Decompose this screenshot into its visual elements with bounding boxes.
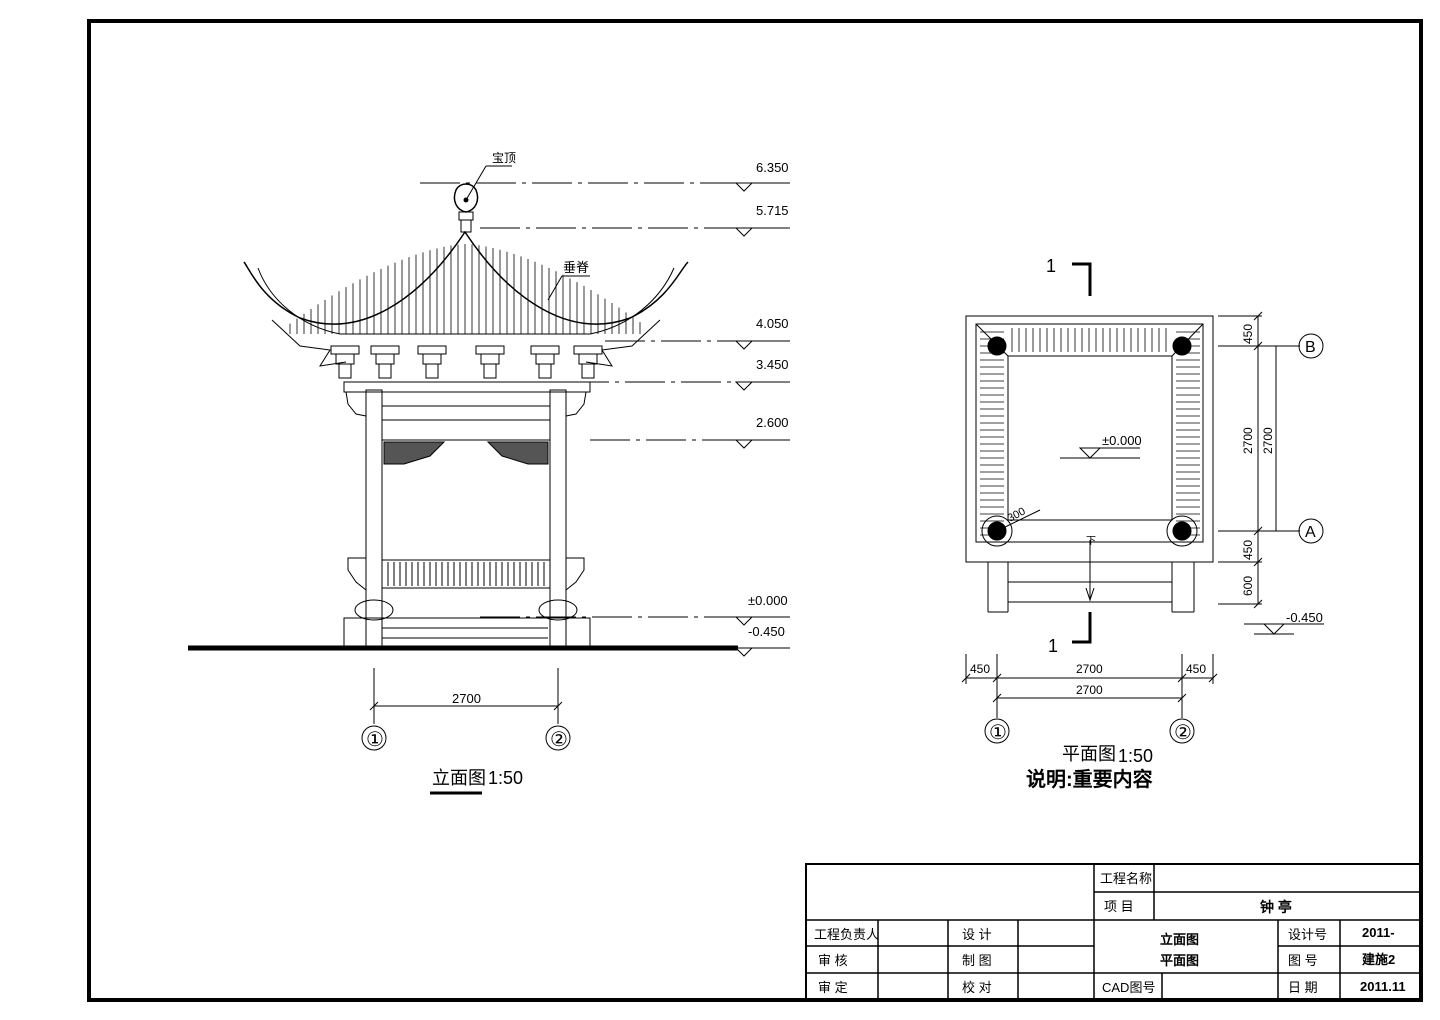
dim-bottom-total: 2700: [1076, 683, 1103, 697]
plan-column-b2: [1172, 336, 1192, 356]
column-base-left: [354, 599, 394, 621]
level-5715: 5.715: [756, 203, 789, 218]
axis-bubble-2: [545, 725, 571, 751]
plan-column-dia: 300: [1006, 505, 1028, 524]
title-block-text: 工程名称 项 目 钟 亭 工程负责人 审 核 审 定 设 计 制 图 校 对 立…: [814, 871, 1406, 995]
plan-text: 1 1 ±0.000 下 300 -0.450 450 2700 2700 45…: [970, 256, 1323, 791]
axis-label-plan-1: ①: [989, 722, 1007, 744]
section-label-top: 1: [1046, 256, 1056, 276]
axis-bubble-plan-1: [984, 718, 1010, 744]
tb-design-no-label: 设计号: [1288, 927, 1327, 942]
tb-design-label: 设 计: [962, 927, 992, 942]
level-minus0450: -0.450: [748, 624, 785, 639]
elevation-text: 宝顶 垂脊 6.350 5.715 4.050 3.450 2.600 ±0.0…: [366, 151, 789, 788]
bench-right: [565, 557, 585, 592]
beam-lower: [381, 419, 551, 441]
elevation-drawing: [188, 165, 790, 795]
level-6350: 6.350: [756, 160, 789, 175]
axis-label-a: A: [1305, 524, 1316, 541]
section-label-bottom: 1: [1048, 636, 1058, 656]
tb-project-name-label: 工程名称: [1100, 871, 1152, 886]
tb-drawing-title-1: 立面图: [1160, 932, 1199, 947]
label-baoding: 宝顶: [492, 151, 516, 165]
roof-finial: [453, 183, 479, 213]
tb-item-value: 钟 亭: [1260, 899, 1292, 915]
span-dimension: 2700: [452, 691, 481, 706]
axis-bubble-a: [1298, 518, 1324, 544]
bench-left: [347, 557, 367, 592]
plan-down-label: 下: [1086, 536, 1096, 547]
dim-right-600: 600: [1241, 576, 1255, 596]
axis-label-1: ①: [366, 729, 384, 751]
railing-balusters: [387, 562, 545, 586]
plan-drawing: [961, 262, 1324, 744]
plan-column-a2: [1172, 521, 1192, 541]
tb-date-value: 2011.11: [1360, 979, 1406, 994]
level-markers: [345, 182, 790, 657]
dim-bottom-2700: 2700: [1076, 662, 1103, 676]
level-3450: 3.450: [756, 357, 789, 372]
eave-flare-right: [585, 319, 661, 367]
dougong-set: [330, 345, 603, 379]
label-chuiji: 垂脊: [563, 260, 589, 275]
sheet-border: [87, 19, 1423, 1002]
plan-outside-level: -0.450: [1286, 610, 1323, 625]
plan-floor-level: ±0.000: [1102, 433, 1142, 448]
plan-eave-inner: [975, 323, 1204, 543]
column-left: [365, 389, 383, 647]
column-base-right: [538, 599, 578, 621]
tb-design-no-value: 2011-: [1362, 925, 1395, 940]
tb-review-label: 审 核: [818, 953, 848, 968]
tb-date-label: 日 期: [1288, 980, 1318, 995]
level-2600: 2.600: [756, 415, 789, 430]
dim-right-2700-b: 2700: [1261, 427, 1275, 454]
elevation-scale: 1:50: [488, 768, 523, 788]
elevation-title: 立面图: [432, 768, 486, 788]
tb-cad-label: CAD图号: [1102, 980, 1155, 995]
axis-bubble-1: [361, 725, 387, 751]
plan-title: 平面图: [1062, 744, 1116, 764]
plan-rafters: [980, 328, 1200, 536]
dim-right-2700-a: 2700: [1241, 427, 1255, 454]
level-4050: 4.050: [756, 316, 789, 331]
title-block: [805, 863, 1422, 1001]
axis-label-2: ②: [550, 729, 568, 751]
axis-label-b: B: [1305, 339, 1316, 356]
section-mark-bottom: [1072, 612, 1092, 644]
bracket-right: [565, 391, 587, 417]
dim-right-450-bottom: 450: [1241, 540, 1255, 560]
eave-flare-left: [271, 319, 347, 367]
bracket-left: [345, 391, 367, 417]
axis-bubble-plan-2: [1169, 718, 1195, 744]
dim-bottom-450-right: 450: [1186, 662, 1206, 676]
tb-item-label: 项 目: [1104, 899, 1134, 914]
plan-floor: [1007, 355, 1173, 521]
tb-check-label: 校 对: [962, 980, 992, 995]
platform: [343, 617, 591, 649]
tb-drawing-no-label: 图 号: [1288, 953, 1318, 968]
tb-chief-label: 工程负责人: [814, 927, 879, 942]
column-right: [549, 389, 567, 647]
axis-label-plan-2: ②: [1174, 722, 1192, 744]
roof-tiles: [289, 244, 641, 334]
plan-scale: 1:50: [1118, 746, 1153, 766]
carving-left: [383, 441, 446, 465]
carving-right: [486, 441, 549, 465]
tb-draw-label: 制 图: [962, 953, 992, 968]
section-mark-top: [1072, 262, 1092, 296]
tb-approve-label: 审 定: [818, 980, 848, 995]
tb-drawing-title-2: 平面图: [1160, 953, 1199, 968]
axis-bubble-b: [1298, 333, 1324, 359]
beam-upper: [381, 391, 551, 407]
dim-right-450-top: 450: [1241, 324, 1255, 344]
plan-column-b1: [987, 336, 1007, 356]
dim-bottom-450-left: 450: [970, 662, 990, 676]
tb-drawing-no-value: 建施2: [1362, 952, 1395, 967]
level-0000: ±0.000: [748, 593, 788, 608]
plan-note: 说明:重要内容: [1026, 767, 1153, 791]
railing: [381, 559, 551, 589]
